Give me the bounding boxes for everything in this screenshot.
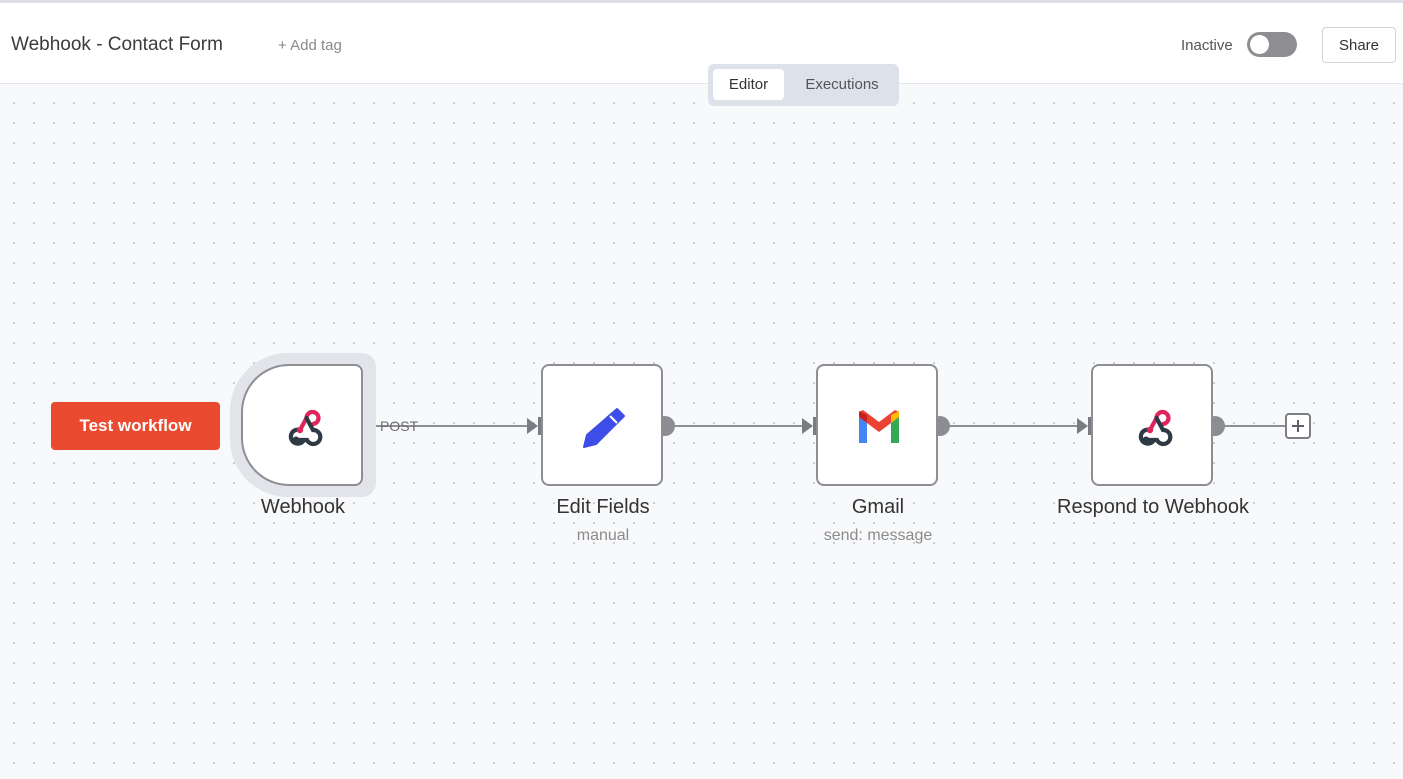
node-webhook[interactable] xyxy=(241,364,363,486)
node-subtitle-edit-fields: manual xyxy=(576,527,630,544)
share-button[interactable]: Share xyxy=(1322,27,1396,63)
view-tabs: Editor Executions xyxy=(708,64,899,106)
workflow-title[interactable]: Webhook - Contact Form xyxy=(11,34,223,55)
edge-label-post: POST xyxy=(380,418,419,434)
node-label-respond-to-webhook: Respond to Webhook xyxy=(1057,496,1249,518)
pencil-icon xyxy=(583,408,625,448)
tab-executions[interactable]: Executions xyxy=(805,76,879,93)
add-node-button[interactable] xyxy=(1285,413,1311,439)
toggle-knob xyxy=(1250,35,1269,54)
webhook-icon xyxy=(288,409,323,447)
arrow-head xyxy=(802,418,813,434)
arrow-head xyxy=(1077,418,1088,434)
test-workflow-button[interactable]: Test workflow xyxy=(51,402,220,450)
node-label-edit-fields: Edit Fields xyxy=(556,496,650,518)
tab-editor[interactable]: Editor xyxy=(713,69,784,100)
webhook-icon xyxy=(1138,409,1173,447)
node-label-gmail: Gmail xyxy=(851,496,905,518)
add-tag-link[interactable]: + Add tag xyxy=(278,37,342,54)
node-subtitle-gmail: send: message xyxy=(823,527,933,544)
active-status-label: Inactive xyxy=(1181,37,1233,54)
node-gmail[interactable] xyxy=(816,364,938,486)
node-respond-to-webhook[interactable] xyxy=(1091,364,1213,486)
gmail-icon xyxy=(859,410,899,443)
node-edit-fields[interactable] xyxy=(541,364,663,486)
arrow-head xyxy=(527,418,538,434)
node-label-webhook: Webhook xyxy=(260,496,346,518)
header-bar: Webhook - Contact Form + Add tag Inactiv… xyxy=(0,3,1403,84)
active-toggle[interactable] xyxy=(1247,32,1297,57)
top-border xyxy=(0,0,1403,3)
